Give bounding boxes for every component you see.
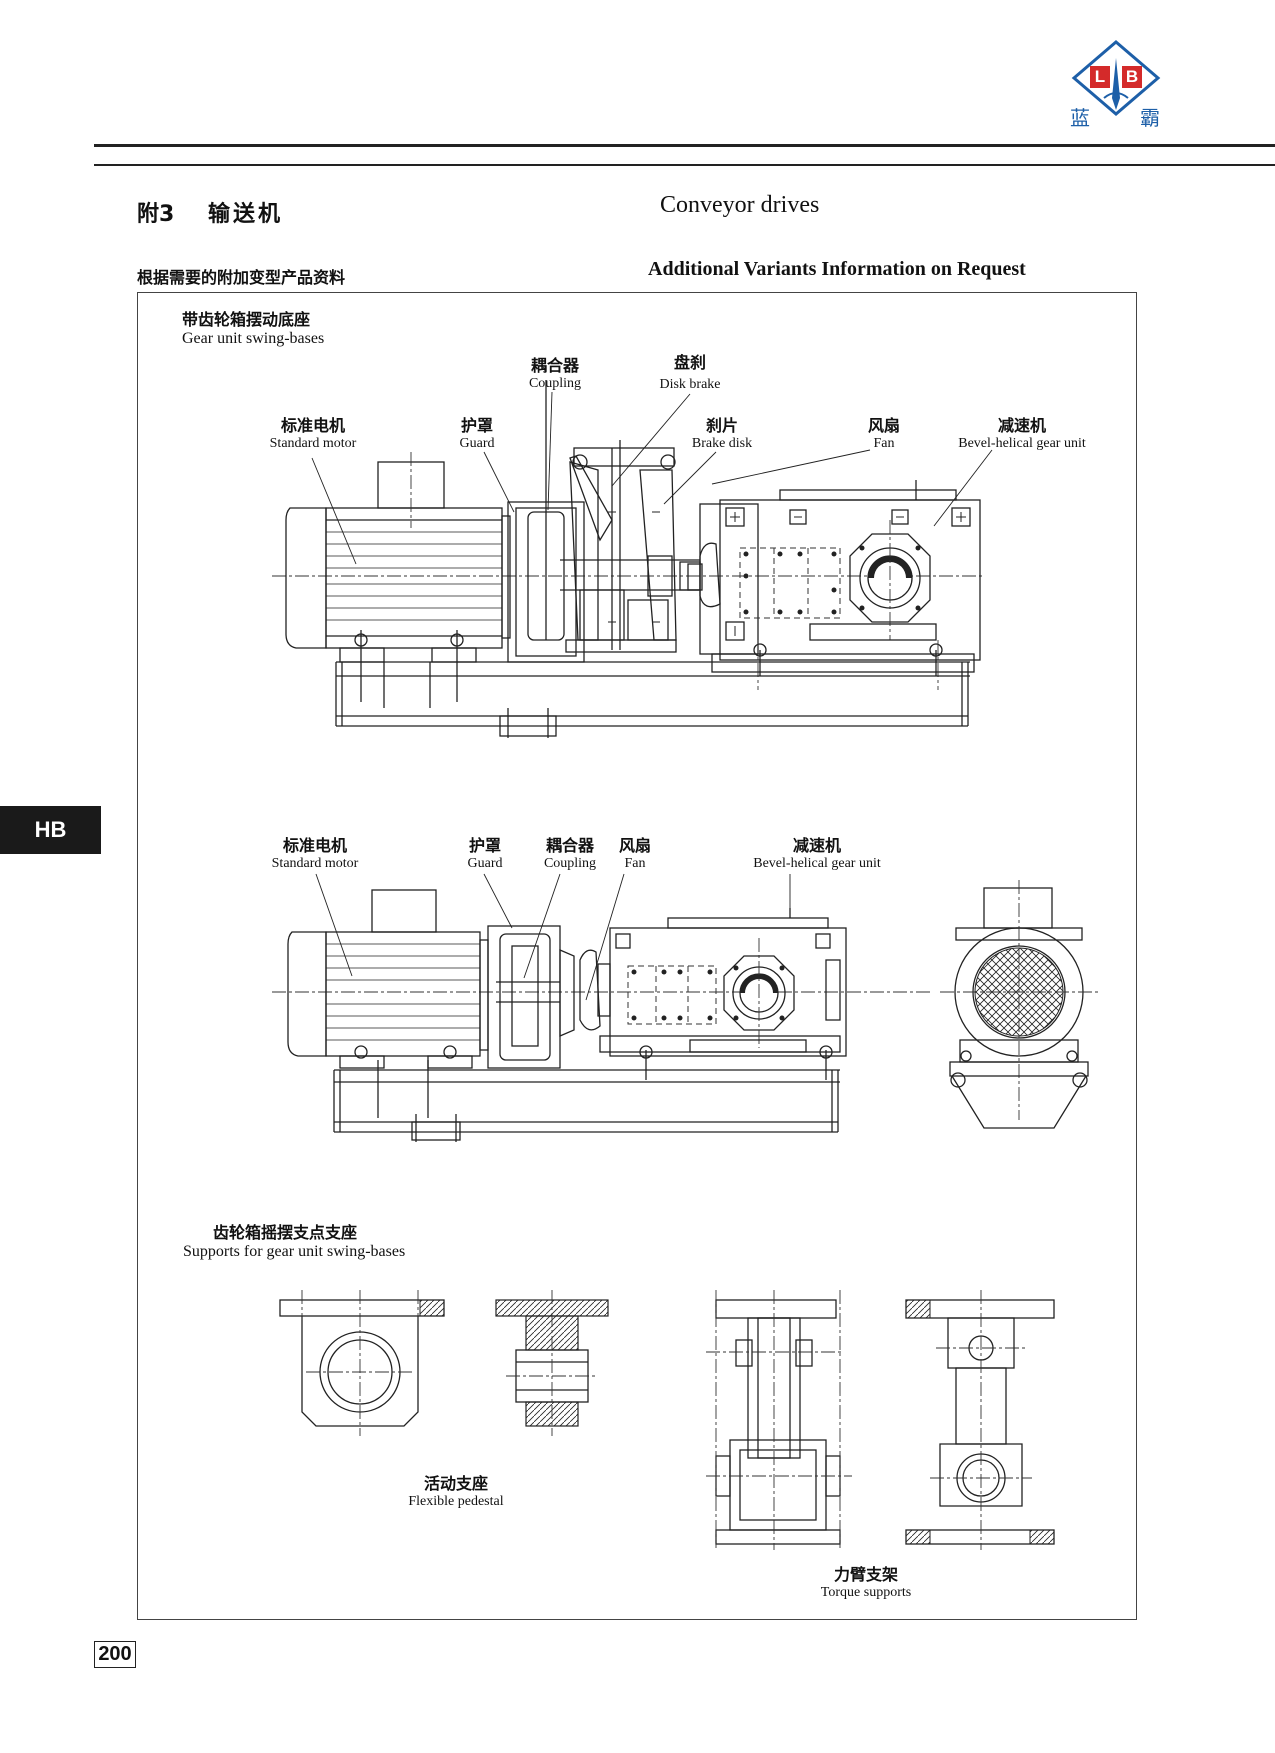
d1-coupling-en: Coupling — [528, 376, 582, 391]
d1-label-motor: 标准电机 Standard motor — [253, 416, 373, 452]
diagram3-heading-cn: 齿轮箱摇摆支点支座 — [213, 1223, 358, 1242]
d1-motor-en: Standard motor — [269, 436, 357, 451]
d2-fan-en: Fan — [624, 856, 646, 871]
d2-baseframe-shape — [333, 1069, 840, 1142]
d3-label-torque: 力臂支架 Torque supports — [806, 1565, 926, 1601]
d1-label-reducer: 减速机 Bevel-helical gear unit — [942, 416, 1102, 452]
d1-label-brake-disk: 刹片 Brake disk — [672, 416, 772, 452]
header-rule-top — [94, 144, 1275, 147]
logo-name-left: 蓝 — [1070, 106, 1090, 130]
d2-guard-en: Guard — [467, 856, 503, 871]
d2-fan-shape — [579, 949, 611, 1031]
d2-motor-en: Standard motor — [271, 856, 359, 871]
d2-coupling-shape — [487, 925, 575, 1069]
d2-gearunit-shape — [599, 908, 847, 1080]
brand-logo: L B 蓝 霸 — [1068, 38, 1164, 130]
logo-diamond-icon — [1071, 40, 1161, 116]
d1-reducer-en: Bevel-helical gear unit — [958, 436, 1086, 451]
diagram1-heading-en: Gear unit swing-bases — [182, 330, 325, 347]
d3-flexible-cn: 活动支座 — [423, 1474, 488, 1493]
d2-label-coupling: 耦合器 Coupling — [529, 836, 611, 872]
d3-flexible-pedestal-side — [495, 1290, 609, 1436]
d1-motor-shape — [285, 452, 511, 702]
d1-label-fan: 风扇 Fan — [844, 416, 924, 452]
section-title-en: Conveyor drives — [660, 192, 820, 218]
d2-label-guard: 护罩 Guard — [445, 836, 525, 872]
d1-fan-en: Fan — [873, 436, 895, 451]
d2-coupling-en: Coupling — [543, 856, 597, 871]
d2-motor-cn: 标准电机 — [282, 836, 347, 855]
section-number: 附3 — [137, 202, 175, 227]
d1-fan-shape — [687, 542, 721, 608]
d2-drawing — [272, 873, 1098, 1142]
logo-letter-l: L — [1094, 67, 1106, 86]
d2-guard-cn: 护罩 — [468, 836, 501, 855]
d1-fan-cn: 风扇 — [867, 416, 900, 435]
d3-torque-support-side — [905, 1290, 1055, 1550]
diagram1-heading: 带齿轮箱摆动底座 Gear unit swing-bases — [182, 310, 324, 348]
d1-coupling-cn: 耦合器 — [530, 356, 579, 375]
logo-letter-b: B — [1125, 67, 1139, 86]
section-title-cn: 输送机 — [208, 202, 284, 227]
d2-endview-shape — [940, 880, 1098, 1129]
d1-disk-brake-cn: 盘刹 — [673, 353, 706, 372]
d1-guard-cn: 护罩 — [460, 416, 493, 435]
d2-label-fan: 风扇 Fan — [610, 836, 660, 872]
drawing-frame — [137, 292, 1137, 1620]
d2-label-motor: 标准电机 Standard motor — [255, 836, 375, 872]
d2-label-reducer: 减速机 Bevel-helical gear unit — [737, 836, 897, 872]
d1-brake-disk-cn: 刹片 — [705, 416, 738, 435]
d3-flexible-pedestal-front — [279, 1290, 445, 1436]
d2-fan-cn: 风扇 — [618, 836, 651, 855]
d3-flexible-en: Flexible pedestal — [408, 1494, 504, 1509]
diagram3-heading-en: Supports for gear unit swing-bases — [183, 1243, 406, 1260]
d2-motor-shape — [287, 889, 489, 1118]
d1-label-coupling: 耦合器 Coupling — [505, 356, 605, 392]
d3-torque-support-front — [706, 1290, 852, 1550]
d2-reducer-cn: 减速机 — [792, 836, 841, 855]
diagram1-heading-cn: 带齿轮箱摆动底座 — [182, 310, 311, 329]
d3-torque-cn: 力臂支架 — [833, 1565, 898, 1584]
header-rule-bottom — [94, 164, 1275, 166]
d1-drawing — [272, 380, 993, 738]
side-tab: HB — [0, 806, 101, 854]
section-subtitle-en: Additional Variants Information on Reque… — [648, 258, 1026, 280]
d3-torque-en: Torque supports — [820, 1585, 912, 1600]
diagram3-heading: 齿轮箱摇摆支点支座 Supports for gear unit swing-b… — [183, 1223, 405, 1261]
d1-label-guard: 护罩 Guard — [437, 416, 517, 452]
d1-guard-en: Guard — [459, 436, 495, 451]
d2-reducer-en: Bevel-helical gear unit — [753, 856, 881, 871]
section-subtitle-cn: 根据需要的附加变型产品资料 — [137, 268, 346, 287]
d1-motor-cn: 标准电机 — [280, 416, 345, 435]
d1-gearunit-shape — [699, 480, 981, 690]
logo-name-right: 霸 — [1140, 106, 1160, 130]
d1-brake-disk-en: Brake disk — [691, 436, 753, 451]
d1-baseframe-shape — [335, 661, 970, 738]
d2-coupling-cn: 耦合器 — [545, 836, 594, 855]
d1-disk-brake-en: Disk brake — [659, 377, 721, 392]
d1-brake-shape — [560, 440, 701, 653]
d1-reducer-cn: 减速机 — [997, 416, 1046, 435]
page-number: 200 — [94, 1641, 136, 1668]
d3-label-flexible: 活动支座 Flexible pedestal — [396, 1474, 516, 1510]
d1-label-disk-brake: 盘刹 Disk brake — [640, 353, 740, 393]
